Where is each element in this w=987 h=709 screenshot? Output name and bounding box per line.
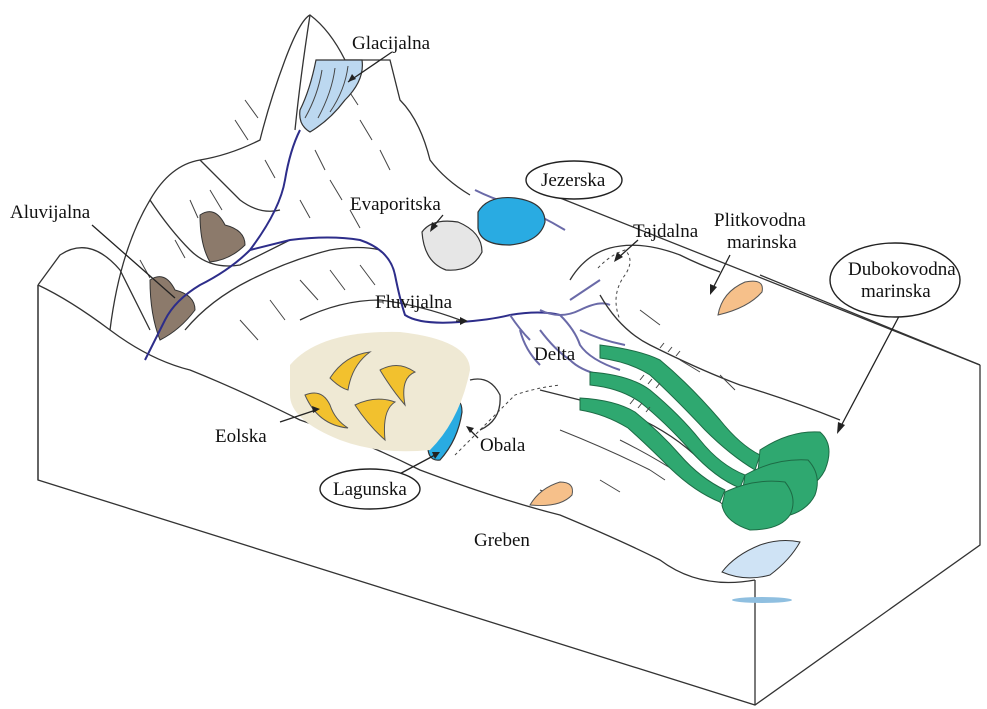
dubokovodna-oval [830,243,960,317]
leader-lines [92,52,905,478]
deep-bottom-features [722,541,800,603]
label-aluvijalna: Aluvijalna [10,202,91,223]
glacier-ice-shape [300,60,363,132]
deep-sea-lens [732,597,792,603]
label-evaporitska: Evaporitska [350,194,441,215]
label-glacijalna: Glacijalna [352,33,431,54]
fluvijalna-arrowhead [460,317,468,325]
dubokovodna-leader [840,305,905,428]
dubokovodna-arrowhead [837,422,845,434]
label-dubokovodna-line2: marinska [861,281,931,302]
tidal-dashed [598,250,630,320]
plitkovodna-leader [712,255,730,290]
mountain-ridge-mid [200,160,280,211]
jezerska-lake [478,198,545,245]
label-greben: Greben [474,530,530,551]
reef-body [530,482,573,506]
label-dubokovodna-line1: Dubokovodna [848,259,956,280]
shallow-marine-sand-body [718,281,762,315]
coast-upper [570,245,720,280]
label-obala: Obala [480,435,526,456]
label-plitkovodna-line1: Plitkovodna [714,210,806,231]
eolian-dune-field [290,332,470,451]
shoreline-bay [470,379,500,430]
plitkovodna-arrowhead [710,284,717,295]
alluvial-fan-upper [200,212,245,262]
aluvijalna-leader [92,225,175,298]
label-jezerska: Jezerska [541,170,606,191]
deep-sea-deposit [722,541,800,578]
submarine-fan [722,481,793,530]
label-tajdalna: Tajdalna [633,221,699,242]
label-eolska: Eolska [215,426,267,447]
label-delta: Delta [534,344,576,365]
label-plitkovodna-line2: marinska [727,232,797,253]
glacier [300,60,363,132]
tajdalna-leader [618,240,638,258]
tajdalna-arrowhead [614,252,623,262]
label-fluvijalna: Fluvijalna [375,292,453,313]
block-front-edges [38,285,980,705]
label-lagunska: Lagunska [333,479,407,500]
mountain-hatching [140,85,390,278]
